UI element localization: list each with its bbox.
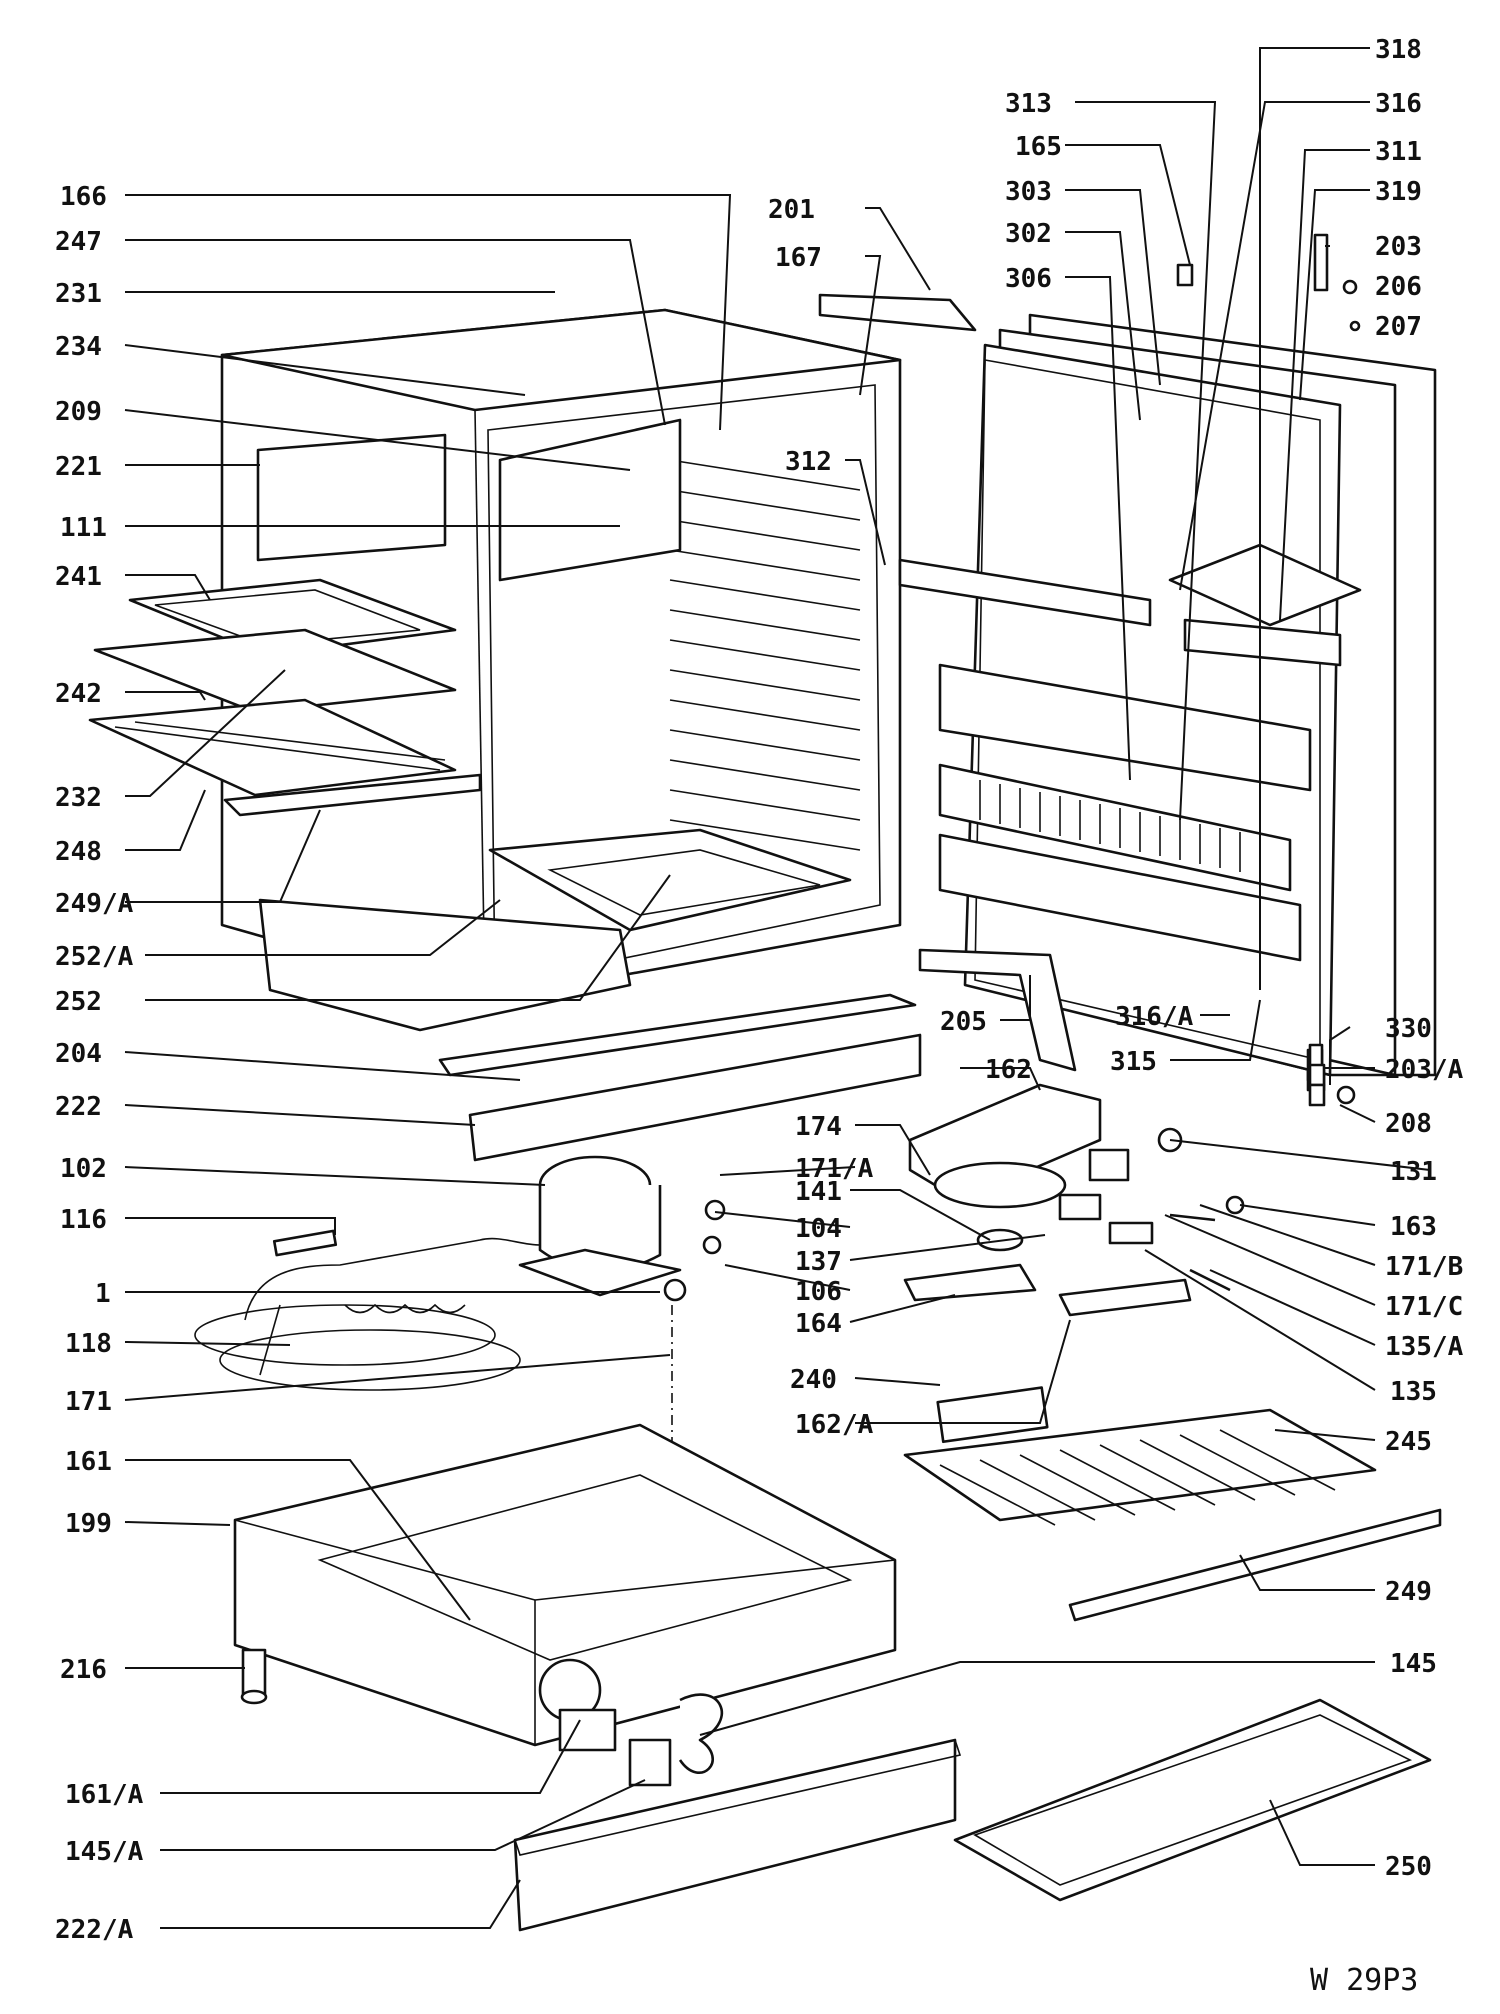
label-171c: 171/C [1385, 1292, 1463, 1322]
label-330: 330 [1385, 1014, 1432, 1044]
label-163: 163 [1390, 1212, 1437, 1242]
label-131: 131 [1390, 1157, 1437, 1187]
label-137: 137 [795, 1247, 842, 1277]
label-216: 216 [60, 1655, 107, 1685]
crisper-cover [953, 1698, 1432, 1902]
kick-plate-222 [468, 1033, 922, 1162]
front-strip-204 [438, 993, 917, 1077]
label-250: 250 [1385, 1852, 1432, 1882]
label-313: 313 [1005, 89, 1052, 119]
compressor-group [194, 1155, 687, 1560]
label-116: 116 [60, 1205, 107, 1235]
label-1: 1 [95, 1279, 111, 1309]
label-171: 171 [65, 1387, 112, 1417]
label-102: 102 [60, 1154, 107, 1184]
label-247: 247 [55, 227, 102, 257]
label-166: 166 [60, 182, 107, 212]
label-222: 222 [55, 1092, 102, 1122]
label-315: 315 [1110, 1047, 1157, 1077]
label-248: 248 [55, 837, 102, 867]
label-167: 167 [775, 243, 822, 273]
wire-shelf [903, 1408, 1442, 1622]
label-135a: 135/A [1385, 1332, 1464, 1362]
label-252: 252 [55, 987, 102, 1017]
label-318: 318 [1375, 35, 1422, 65]
label-171b: 171/B [1385, 1252, 1463, 1282]
label-231: 231 [55, 279, 102, 309]
label-208: 208 [1385, 1109, 1432, 1139]
base-frame [233, 1423, 897, 1787]
label-203a: 203/A [1385, 1055, 1464, 1085]
label-209: 209 [55, 397, 102, 427]
label-240: 240 [790, 1365, 837, 1395]
label-161: 161 [65, 1447, 112, 1477]
label-242: 242 [55, 679, 102, 709]
label-199: 199 [65, 1509, 112, 1539]
label-174: 174 [795, 1112, 842, 1142]
front-grille [513, 1738, 957, 1932]
label-204: 204 [55, 1039, 102, 1069]
glass-shelves [88, 578, 482, 817]
leader-lines [124, 47, 1431, 1929]
drawing-code: W 29P3 [1310, 1963, 1418, 1998]
label-165: 165 [1015, 132, 1062, 162]
control-group [702, 1083, 1245, 1444]
label-145: 145 [1390, 1649, 1437, 1679]
label-232: 232 [55, 783, 102, 813]
label-222a: 222/A [55, 1915, 134, 1945]
label-203: 203 [1375, 232, 1422, 262]
label-306: 306 [1005, 264, 1052, 294]
label-249a: 249/A [55, 889, 134, 919]
door-assembly [818, 233, 1437, 1107]
label-221: 221 [55, 452, 102, 482]
label-162a: 162/A [795, 1410, 874, 1440]
label-241: 241 [55, 562, 102, 592]
label-145a: 145/A [65, 1837, 144, 1867]
label-316: 316 [1375, 89, 1422, 119]
label-162: 162 [985, 1055, 1032, 1085]
label-206: 206 [1375, 272, 1422, 302]
label-161a: 161/A [65, 1780, 144, 1810]
label-171a: 171/A [795, 1154, 874, 1184]
label-234: 234 [55, 332, 102, 362]
label-312: 312 [785, 447, 832, 477]
heater-plate [256, 433, 447, 562]
label-201: 201 [768, 195, 815, 225]
part-labels: 318 313 316 165 311 303 319 302 203 306 … [55, 35, 1464, 1945]
label-111: 111 [60, 513, 107, 543]
label-207: 207 [1375, 312, 1422, 342]
label-205: 205 [940, 1007, 987, 1037]
label-303: 303 [1005, 177, 1052, 207]
label-302: 302 [1005, 219, 1052, 249]
label-319: 319 [1375, 177, 1422, 207]
label-252a: 252/A [55, 942, 134, 972]
label-164: 164 [795, 1309, 842, 1339]
label-249: 249 [1385, 1577, 1432, 1607]
label-135: 135 [1390, 1377, 1437, 1407]
label-104: 104 [795, 1214, 842, 1244]
label-311: 311 [1375, 137, 1422, 167]
label-118: 118 [65, 1329, 112, 1359]
label-316a: 316/A [1115, 1002, 1194, 1032]
label-106: 106 [795, 1277, 842, 1307]
label-141: 141 [795, 1177, 842, 1207]
label-245: 245 [1385, 1427, 1432, 1457]
